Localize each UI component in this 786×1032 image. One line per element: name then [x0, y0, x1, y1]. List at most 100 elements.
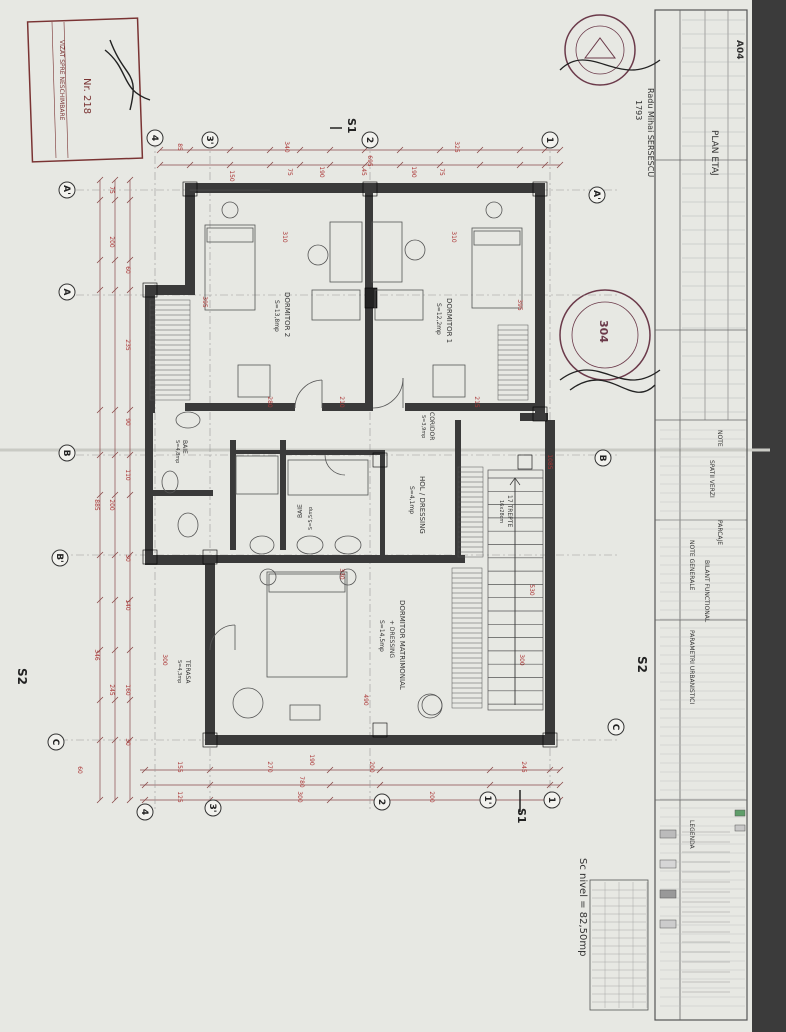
- room-terasa-area: S=4,3mp: [176, 660, 182, 683]
- dim-tick: [226, 146, 234, 154]
- dim-left-8: 30: [124, 554, 131, 562]
- dim-tick: [436, 146, 444, 154]
- dim-tick: [96, 256, 104, 264]
- axis-A-prime-right: A': [591, 190, 601, 200]
- dim-tick: [126, 451, 134, 459]
- dim-tick: [156, 146, 164, 154]
- permit-stamp-text: VIZAT SPRE NESCHIMBARE: [58, 40, 65, 121]
- dim-bottom-2: 200: [428, 791, 435, 803]
- axis-C-right: C: [610, 724, 620, 731]
- dim-inner-11: 1085: [546, 454, 553, 469]
- dim-bottom-6: 200: [368, 761, 375, 773]
- dim-tick: [141, 766, 149, 774]
- dim-tick: [111, 196, 119, 204]
- room-baie2-area: S=5,5mp: [308, 507, 314, 530]
- room-matrimonial-sub: + DRESSING: [388, 620, 395, 658]
- axis-2-top: 2: [364, 137, 374, 143]
- room-hol-name: HOL / DRESSING: [418, 476, 426, 534]
- window-hatching: [149, 189, 529, 709]
- architect-stamp: [559, 14, 661, 86]
- dim-tick: [111, 796, 119, 804]
- dim-left-5: 110: [124, 469, 131, 481]
- dim-tick: [111, 256, 119, 264]
- dim-tick: [126, 736, 134, 744]
- dim-bottom-0: 125: [176, 791, 183, 803]
- room-hol-area: S=4,1mp: [408, 486, 415, 514]
- room-dormitor1-area: S=12,2mp: [435, 303, 442, 335]
- dim-tick: [556, 781, 564, 789]
- dim-tick: [96, 596, 104, 604]
- section-s1-bottom: S1: [515, 808, 528, 824]
- scale-note: Sc nivel = 82,50mp: [577, 858, 588, 956]
- axis-4-top: 4: [149, 135, 159, 141]
- sheet-title: PLAN ETAJ: [709, 130, 719, 176]
- dim-left-13: 300: [161, 654, 168, 666]
- dim-top-1: 340: [283, 141, 290, 153]
- dim-top-3: 695: [366, 155, 373, 167]
- dim-inner-4: 280: [266, 396, 273, 408]
- axis-2-bottom: 2: [376, 799, 386, 805]
- dim-tick: [96, 551, 104, 559]
- room-baie1-area: S=4,8mp: [174, 440, 180, 463]
- architect-license: 1793: [634, 100, 643, 120]
- dim-tick: [141, 781, 149, 789]
- dim-tick: [296, 146, 304, 154]
- dim-tick: [361, 161, 369, 169]
- dim-tick: [556, 146, 564, 154]
- section-s1-top: S1: [345, 118, 358, 134]
- dim-tick: [396, 161, 404, 169]
- sheet-number: A04: [734, 40, 744, 60]
- toilet-baie2: [177, 512, 199, 538]
- sink-baie1: [175, 411, 201, 429]
- room-dormitor2-area: S=13,8mp: [273, 300, 280, 332]
- notes-balance-title: BILANT FUNCTIONAL: [703, 560, 710, 623]
- staircase: [487, 469, 544, 711]
- dim-left-3: 235: [124, 339, 131, 351]
- dimension-texts: 85 340 325 695 190 190 75 45 75 150 75 2…: [76, 141, 553, 803]
- room-matrimonial-name: DORMITOR MATRIMONIAL: [398, 600, 406, 690]
- doors: [209, 377, 404, 651]
- dim-tick: [516, 146, 524, 154]
- notes-green-title: SPATII VERZI: [708, 460, 715, 498]
- axis-B-prime: B': [54, 553, 64, 563]
- axis-1-bottom: 1: [546, 797, 556, 803]
- dim-top-5: 190: [410, 166, 417, 178]
- stairs-dimension: 16x28cm: [498, 500, 504, 523]
- dim-tick: [111, 451, 119, 459]
- dim-inner-3: 395: [516, 299, 523, 311]
- axis-A-prime-left: A': [61, 185, 71, 195]
- dim-tick: [96, 196, 104, 204]
- dim-top-6: 75: [286, 168, 293, 176]
- dim-tick: [396, 146, 404, 154]
- notes-general-title: NOTE GENERALE: [688, 540, 695, 591]
- dim-top-9: 150: [228, 170, 235, 182]
- grid-bubbles: [47, 129, 625, 821]
- dim-inner-10: 530: [528, 584, 535, 596]
- dim-bottom-1: 300: [296, 791, 303, 803]
- dim-inner-1: 310: [450, 231, 457, 243]
- dim-tick: [126, 176, 134, 184]
- dim-tick: [111, 736, 119, 744]
- dim-left-0: 75: [108, 186, 115, 194]
- dim-tick: [486, 766, 494, 774]
- dim-tick: [126, 286, 134, 294]
- axis-1-top: 1: [544, 137, 554, 143]
- room-dormitor2-name: DORMITOR 2: [283, 292, 291, 337]
- permit-stamp-number: Nr. 218: [81, 78, 92, 114]
- dim-tick: [226, 161, 234, 169]
- notes-urban-title: PARAMETRI URBANISTICI: [688, 630, 695, 704]
- dim-tick: [126, 256, 134, 264]
- dim-tick: [96, 176, 104, 184]
- permit-stamp: [26, 17, 151, 163]
- bed-matrimonial: [266, 571, 348, 678]
- room-terasa-name: TERASA: [184, 659, 191, 684]
- axis-C-left: C: [50, 739, 60, 746]
- axis-B-right: B: [597, 455, 607, 462]
- architect-name: Radu Mihai SERSESCU: [646, 88, 655, 177]
- dim-top-4: 190: [318, 166, 325, 178]
- furniture: [161, 201, 523, 721]
- dim-tick: [541, 146, 549, 154]
- dim-tick: [376, 781, 384, 789]
- dim-tick: [541, 161, 549, 169]
- room-baie1-name: BAIE: [181, 440, 188, 454]
